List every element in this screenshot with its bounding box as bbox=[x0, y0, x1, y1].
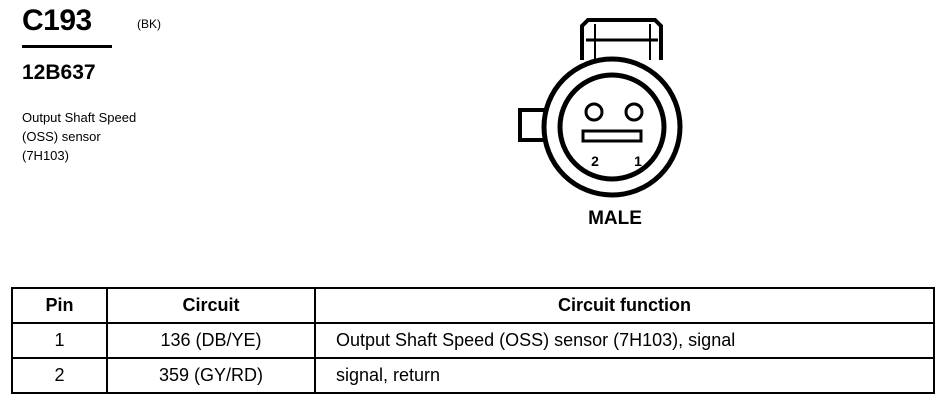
connector-id-underline bbox=[22, 45, 112, 48]
view-label: MALE bbox=[588, 208, 642, 229]
function-cell: signal, return bbox=[314, 357, 935, 394]
component-description: Output Shaft Speed (OSS) sensor (7H103) bbox=[22, 108, 136, 165]
description-line: Output Shaft Speed bbox=[22, 110, 137, 125]
function-cell: Output Shaft Speed (OSS) sensor (7H103),… bbox=[314, 322, 935, 359]
pin-cell: 1 bbox=[11, 322, 108, 359]
connector-color-code: (BK) bbox=[137, 17, 161, 31]
pin-number-label: 2 bbox=[591, 153, 599, 169]
pin-number-label: 1 bbox=[634, 153, 642, 169]
circuit-cell: 136 (DB/YE) bbox=[106, 322, 316, 359]
table-header-row: Pin Circuit Circuit function bbox=[11, 287, 935, 324]
column-header-circuit: Circuit bbox=[106, 287, 316, 324]
circuit-cell: 359 (GY/RD) bbox=[106, 357, 316, 394]
pin-cell: 2 bbox=[11, 357, 108, 394]
table-row: 1 136 (DB/YE) Output Shaft Speed (OSS) s… bbox=[11, 322, 935, 359]
connector-slot bbox=[581, 129, 643, 143]
pin-cavity-2 bbox=[584, 102, 604, 122]
part-number: 12B637 bbox=[22, 61, 96, 84]
pinout-table: Pin Circuit Circuit function 1 136 (DB/Y… bbox=[11, 287, 935, 394]
pin-cavity-1 bbox=[624, 102, 644, 122]
description-line: (OSS) sensor bbox=[22, 129, 101, 144]
column-header-function: Circuit function bbox=[314, 287, 935, 324]
column-header-pin: Pin bbox=[11, 287, 108, 324]
description-line: (7H103) bbox=[22, 148, 69, 163]
connector-inner-face bbox=[557, 72, 667, 182]
connector-face-drawing: 2 1 bbox=[518, 18, 683, 198]
connector-id: C193 bbox=[22, 4, 92, 37]
table-row: 2 359 (GY/RD) signal, return bbox=[11, 357, 935, 394]
